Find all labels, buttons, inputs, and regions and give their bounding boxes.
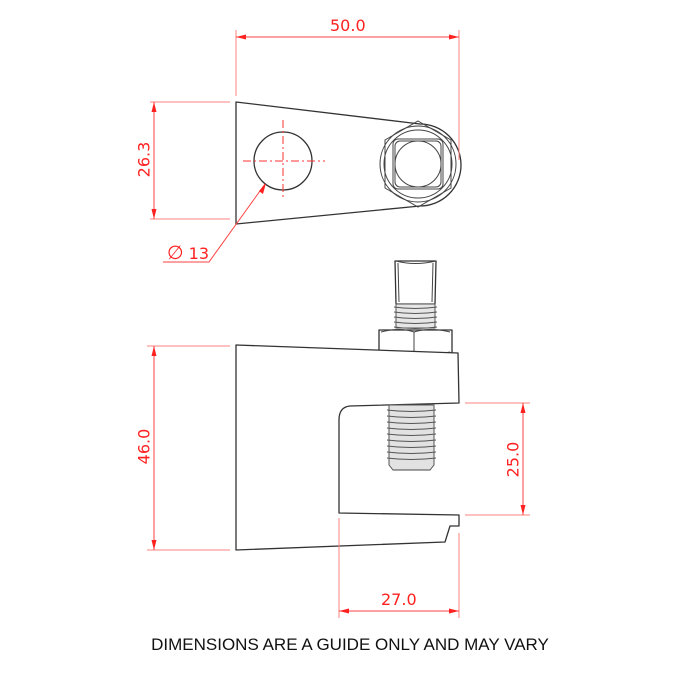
top-view [150, 30, 462, 263]
dim-jaw-opening [465, 402, 530, 516]
set-screw-upper-thread [393, 303, 438, 329]
set-screw-head [394, 260, 437, 305]
diameter-symbol-icon: ∅ [167, 242, 184, 264]
dim-overall-length [235, 30, 460, 160]
label-overall-height: 46.0 [134, 428, 154, 465]
dim-hole-diameter [163, 183, 266, 263]
dim-overall-height [147, 345, 230, 551]
side-view [147, 260, 530, 618]
clamp-body [235, 344, 460, 551]
lock-nut-top [379, 120, 457, 208]
label-jaw-opening: 25.0 [503, 441, 523, 478]
dim-jaw-depth [338, 518, 460, 618]
dim-width [150, 101, 230, 220]
set-screw-lower-thread [386, 404, 437, 471]
label-width: 26.3 [134, 141, 154, 178]
label-overall-length: 50.0 [330, 16, 366, 35]
label-hole-diameter: ∅ 13 [167, 242, 209, 264]
disclaimer-note: DIMENSIONS ARE A GUIDE ONLY AND MAY VARY [151, 635, 549, 654]
hole-diameter-value: 13 [188, 244, 210, 263]
label-jaw-depth: 27.0 [381, 590, 417, 609]
